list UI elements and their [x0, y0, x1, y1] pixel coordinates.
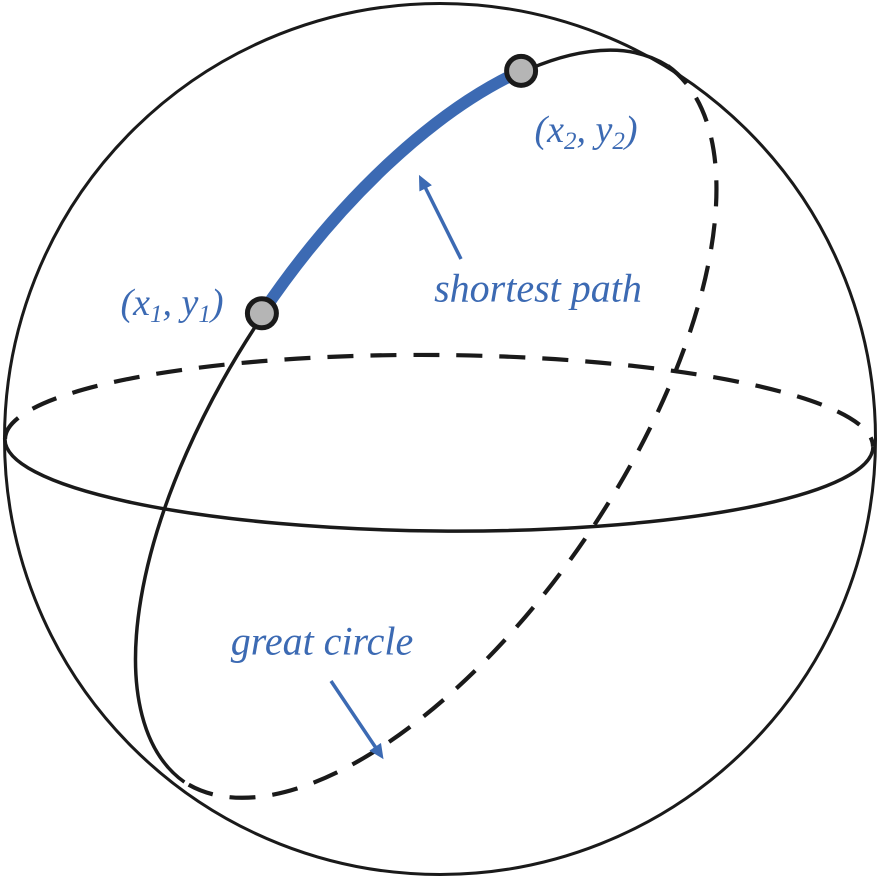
great-circle-label: great circle	[230, 618, 414, 664]
point-1-y: y	[181, 282, 199, 324]
shortest-path-arc	[255, 64, 528, 320]
point-2-open-paren: (	[534, 109, 548, 151]
equator-back-arc	[2, 352, 876, 447]
great-circle-front-arc	[133, 48, 669, 784]
point-2-y: y	[595, 109, 613, 151]
point-2-marker	[504, 53, 539, 88]
great-circle-back-arc	[183, 64, 719, 800]
sphere-outline	[3, 2, 877, 876]
point-2-x: x	[547, 109, 564, 151]
point-1-y-subscript: 1	[198, 301, 211, 328]
point-1-comma: ,	[162, 282, 182, 324]
point-1-marker	[244, 296, 279, 331]
point-2-comma: ,	[576, 109, 596, 151]
point-1-open-paren: (	[120, 282, 134, 324]
point-1-x-subscript: 1	[150, 301, 163, 328]
point-2-y-subscript: 2	[612, 128, 625, 155]
great-circle-arrow-icon	[329, 680, 384, 760]
equator-front-arc	[3, 439, 875, 533]
shortest-path-label: shortest path	[434, 265, 642, 311]
point-1-label: (x1, y1)	[120, 281, 224, 328]
point-2-label: (x2, y2)	[534, 108, 638, 155]
shortest-path-arrow-icon	[418, 174, 463, 260]
point-2-close-paren: )	[624, 109, 638, 151]
point-1-close-paren: )	[210, 282, 224, 324]
point-2-x-subscript: 2	[564, 128, 577, 155]
point-1-x: x	[133, 282, 150, 324]
